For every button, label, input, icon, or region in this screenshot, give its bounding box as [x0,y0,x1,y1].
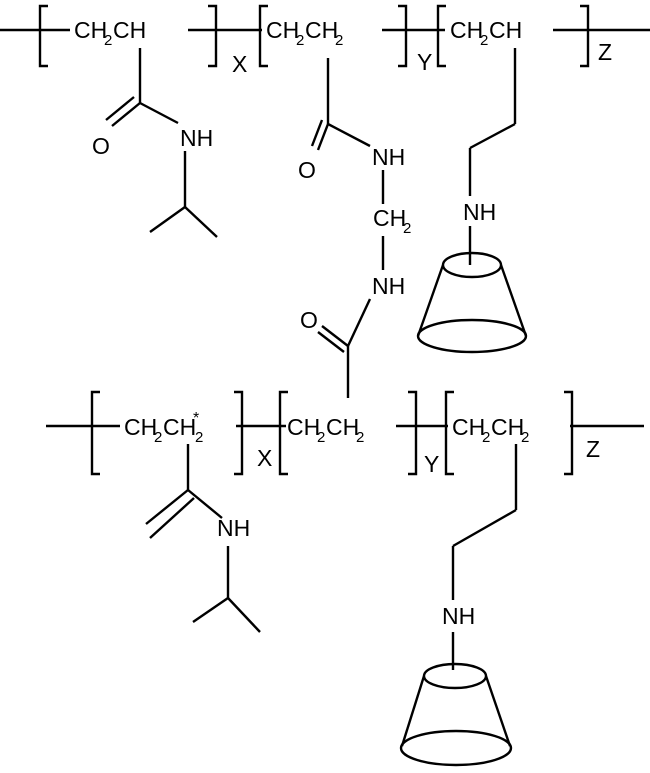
ch2-text: CH [74,17,107,43]
nh-label: NH [442,603,475,629]
cyclodextrin-cone-icon [399,662,513,767]
subscript-2: 2 [154,429,162,446]
ch2-text: CH [450,17,483,43]
subscript-2: 2 [335,32,343,49]
ch2-text: CH [124,414,157,440]
top-unit-x-label: CH 2 CH [74,17,146,49]
ch-text: CH [489,17,522,43]
nh-label: NH [372,144,405,170]
subscript-2: 2 [296,32,304,49]
top-bracket-y [258,4,408,68]
subscript-2: 2 [482,429,490,446]
ch2-text: CH [491,414,524,440]
cyclodextrin-cone-icon [416,251,528,354]
top-bracket-z [436,4,590,68]
top-cd-arm: NH [463,48,517,265]
oxygen-label: O [298,157,316,183]
top-nipam-sidechain: O NH [92,48,218,238]
ch2-text: CH [287,414,320,440]
bottom-unit-z-label: CH 2 CH 2 [452,414,529,446]
ch-text: CH [113,17,146,43]
index-y-bottom: Y [424,451,439,477]
subscript-2: 2 [195,429,203,446]
subscript-2: 2 [317,429,325,446]
bottom-bracket-z [444,390,574,476]
radical-star: * [193,410,199,427]
index-x-bottom: X [257,445,272,471]
bottom-bracket-y [278,390,418,476]
top-crosslinker: O NH CH 2 NH O [298,58,411,398]
subscript-2: 2 [356,429,364,446]
subscript-2: 2 [521,429,529,446]
index-z-top: Z [598,39,612,65]
top-unit-z-label: CH 2 CH [450,17,522,49]
subscript-2: 2 [403,220,411,237]
top-unit-y-label: CH 2 CH 2 [266,17,343,49]
bottom-unit-x-label: CH 2 CH * 2 [124,410,203,446]
top-bracket-x [38,4,218,68]
nh-label: NH [180,125,213,151]
subscript-2: 2 [480,32,488,49]
ch2-text: CH [326,414,359,440]
subscript-2: 2 [104,32,112,49]
bottom-unit-y-label: CH 2 CH 2 [287,414,364,446]
oxygen-label: O [92,133,110,159]
bottom-bracket-x [90,390,244,476]
bottom-cd-arm: NH [442,444,518,670]
nh-label: NH [217,515,250,541]
oxygen-label: O [300,307,318,333]
ch-text: CH [163,414,196,440]
ch2-text: CH [373,205,406,231]
index-z-bottom: Z [586,436,600,462]
index-y-top: Y [417,49,432,75]
ch2-text: CH [452,414,485,440]
ch2-text: CH [266,17,299,43]
nh-label: NH [372,273,405,299]
bottom-nipam-sidechain: NH [145,444,261,633]
index-x-top: X [232,51,247,77]
ch2-text: CH [305,17,338,43]
nh-label: NH [463,199,496,225]
